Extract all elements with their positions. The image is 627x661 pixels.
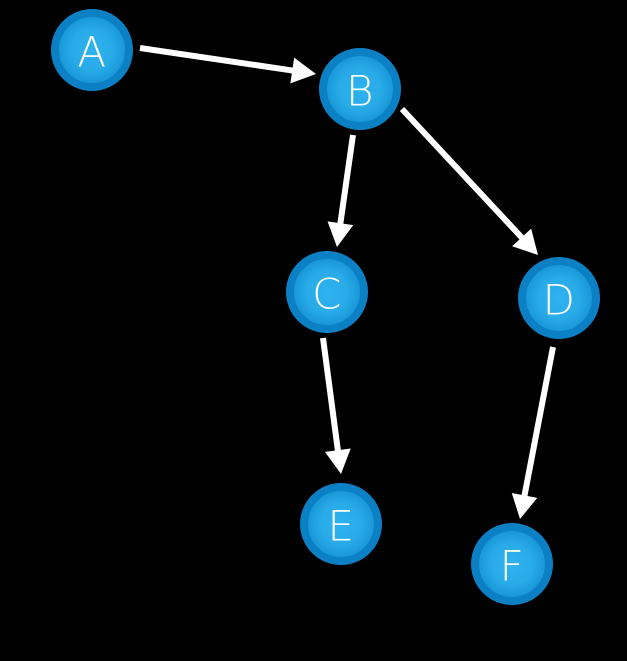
node-label-E: E <box>327 502 354 551</box>
edge-B-D <box>399 106 538 255</box>
node-circle-A[interactable] <box>51 9 133 91</box>
node-circle-C[interactable] <box>286 251 368 333</box>
edge-line-B-C <box>337 134 356 227</box>
node-circle-B[interactable] <box>319 48 401 130</box>
edge-line-D-F <box>521 346 556 499</box>
edges-layer <box>139 45 556 519</box>
node-circle-E[interactable] <box>300 483 382 565</box>
node-label-D: D <box>543 276 576 325</box>
edge-B-C <box>327 134 356 247</box>
node-A[interactable]: A <box>51 9 133 91</box>
node-circle-F[interactable] <box>471 523 553 605</box>
edge-line-C-E <box>320 337 342 454</box>
node-label-F: F <box>500 542 525 591</box>
node-B[interactable]: B <box>319 48 401 130</box>
arrowhead-icon <box>324 448 351 474</box>
arrowhead-icon <box>512 228 538 255</box>
arrowhead-icon <box>327 221 354 247</box>
edge-C-E <box>320 337 351 474</box>
node-label-C: C <box>312 270 342 319</box>
edge-A-B <box>139 45 316 84</box>
node-D[interactable]: D <box>518 257 600 339</box>
node-label-A: A <box>77 28 106 77</box>
arrowhead-icon <box>511 492 538 519</box>
arrowhead-icon <box>290 57 316 84</box>
nodes-layer: A B C D E F <box>51 9 600 605</box>
edge-line-B-D <box>399 106 526 242</box>
node-E[interactable]: E <box>300 483 382 565</box>
node-C[interactable]: C <box>286 251 368 333</box>
edge-line-A-B <box>139 45 296 74</box>
node-circle-D[interactable] <box>518 257 600 339</box>
edge-D-F <box>511 346 556 519</box>
node-F[interactable]: F <box>471 523 553 605</box>
node-label-B: B <box>346 67 374 116</box>
